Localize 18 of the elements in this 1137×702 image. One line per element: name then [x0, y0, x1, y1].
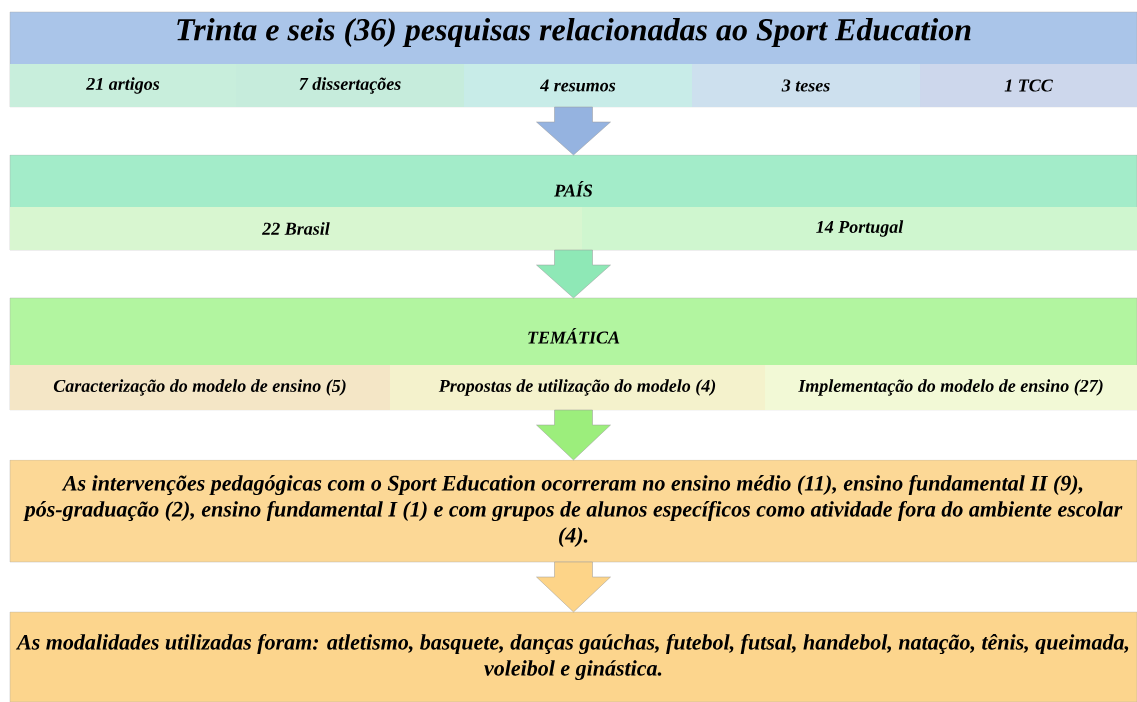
- category-cell: 21 artigos: [10, 64, 236, 107]
- category-cell: 22 Brasil: [10, 207, 582, 250]
- category-cell: Implementação do modelo de ensino (27): [765, 365, 1137, 410]
- summary-box: As modalidades utilizadas foram: atletismo, basquete, danças gaúchas, futebol, futsal, handebol, natação, tênis, queimada, voleibol e ginástica.: [9, 611, 1137, 702]
- block-arrow: [536, 409, 611, 461]
- block-arrow: [536, 561, 611, 613]
- category-cell: 7 dissertações: [236, 64, 464, 107]
- block-arrow: [536, 249, 611, 299]
- category-cell: 14 Portugal: [582, 207, 1137, 250]
- node-label: 21 artigos: [86, 77, 160, 94]
- category-cell: 3 teses: [692, 64, 920, 107]
- category-cell: Propostas de utilização do modelo (4): [390, 365, 765, 410]
- category-cell: 1 TCC: [920, 64, 1137, 107]
- summary-box: As intervenções pedagógicas com o Sport Education ocorreram no ensino médio (11), ensino fundamental II (9), pós-graduação (2), ensino fundamental I (1) e com grupos de alunos específicos como atividade fora do ambiente escolar (4).: [9, 459, 1137, 563]
- category-cell: Caracterização do modelo de ensino (5): [10, 365, 390, 410]
- node-label: 7 dissertações: [299, 77, 401, 94]
- category-cell: 4 resumos: [464, 64, 692, 107]
- block-arrow: [536, 106, 611, 156]
